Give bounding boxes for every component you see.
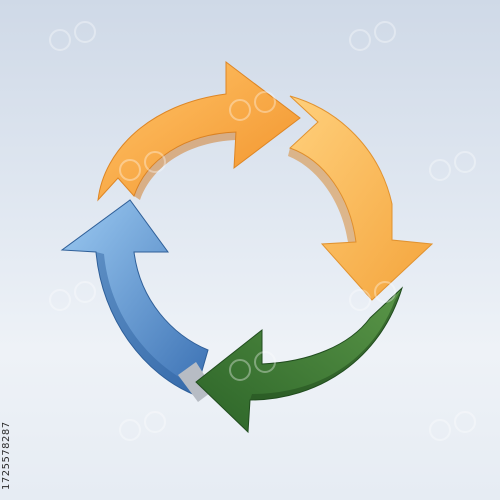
orange-top-arrow-edge xyxy=(134,132,236,200)
green-arrow xyxy=(195,286,404,434)
stock-image-id: 172557828​7 xyxy=(1,421,12,490)
green-arrow-edge xyxy=(250,288,402,400)
blue-arrow xyxy=(60,199,209,396)
orange-top-arrow xyxy=(97,60,301,202)
orange-right-arrow xyxy=(289,95,434,301)
orange-right-arrow-edge xyxy=(288,148,356,242)
